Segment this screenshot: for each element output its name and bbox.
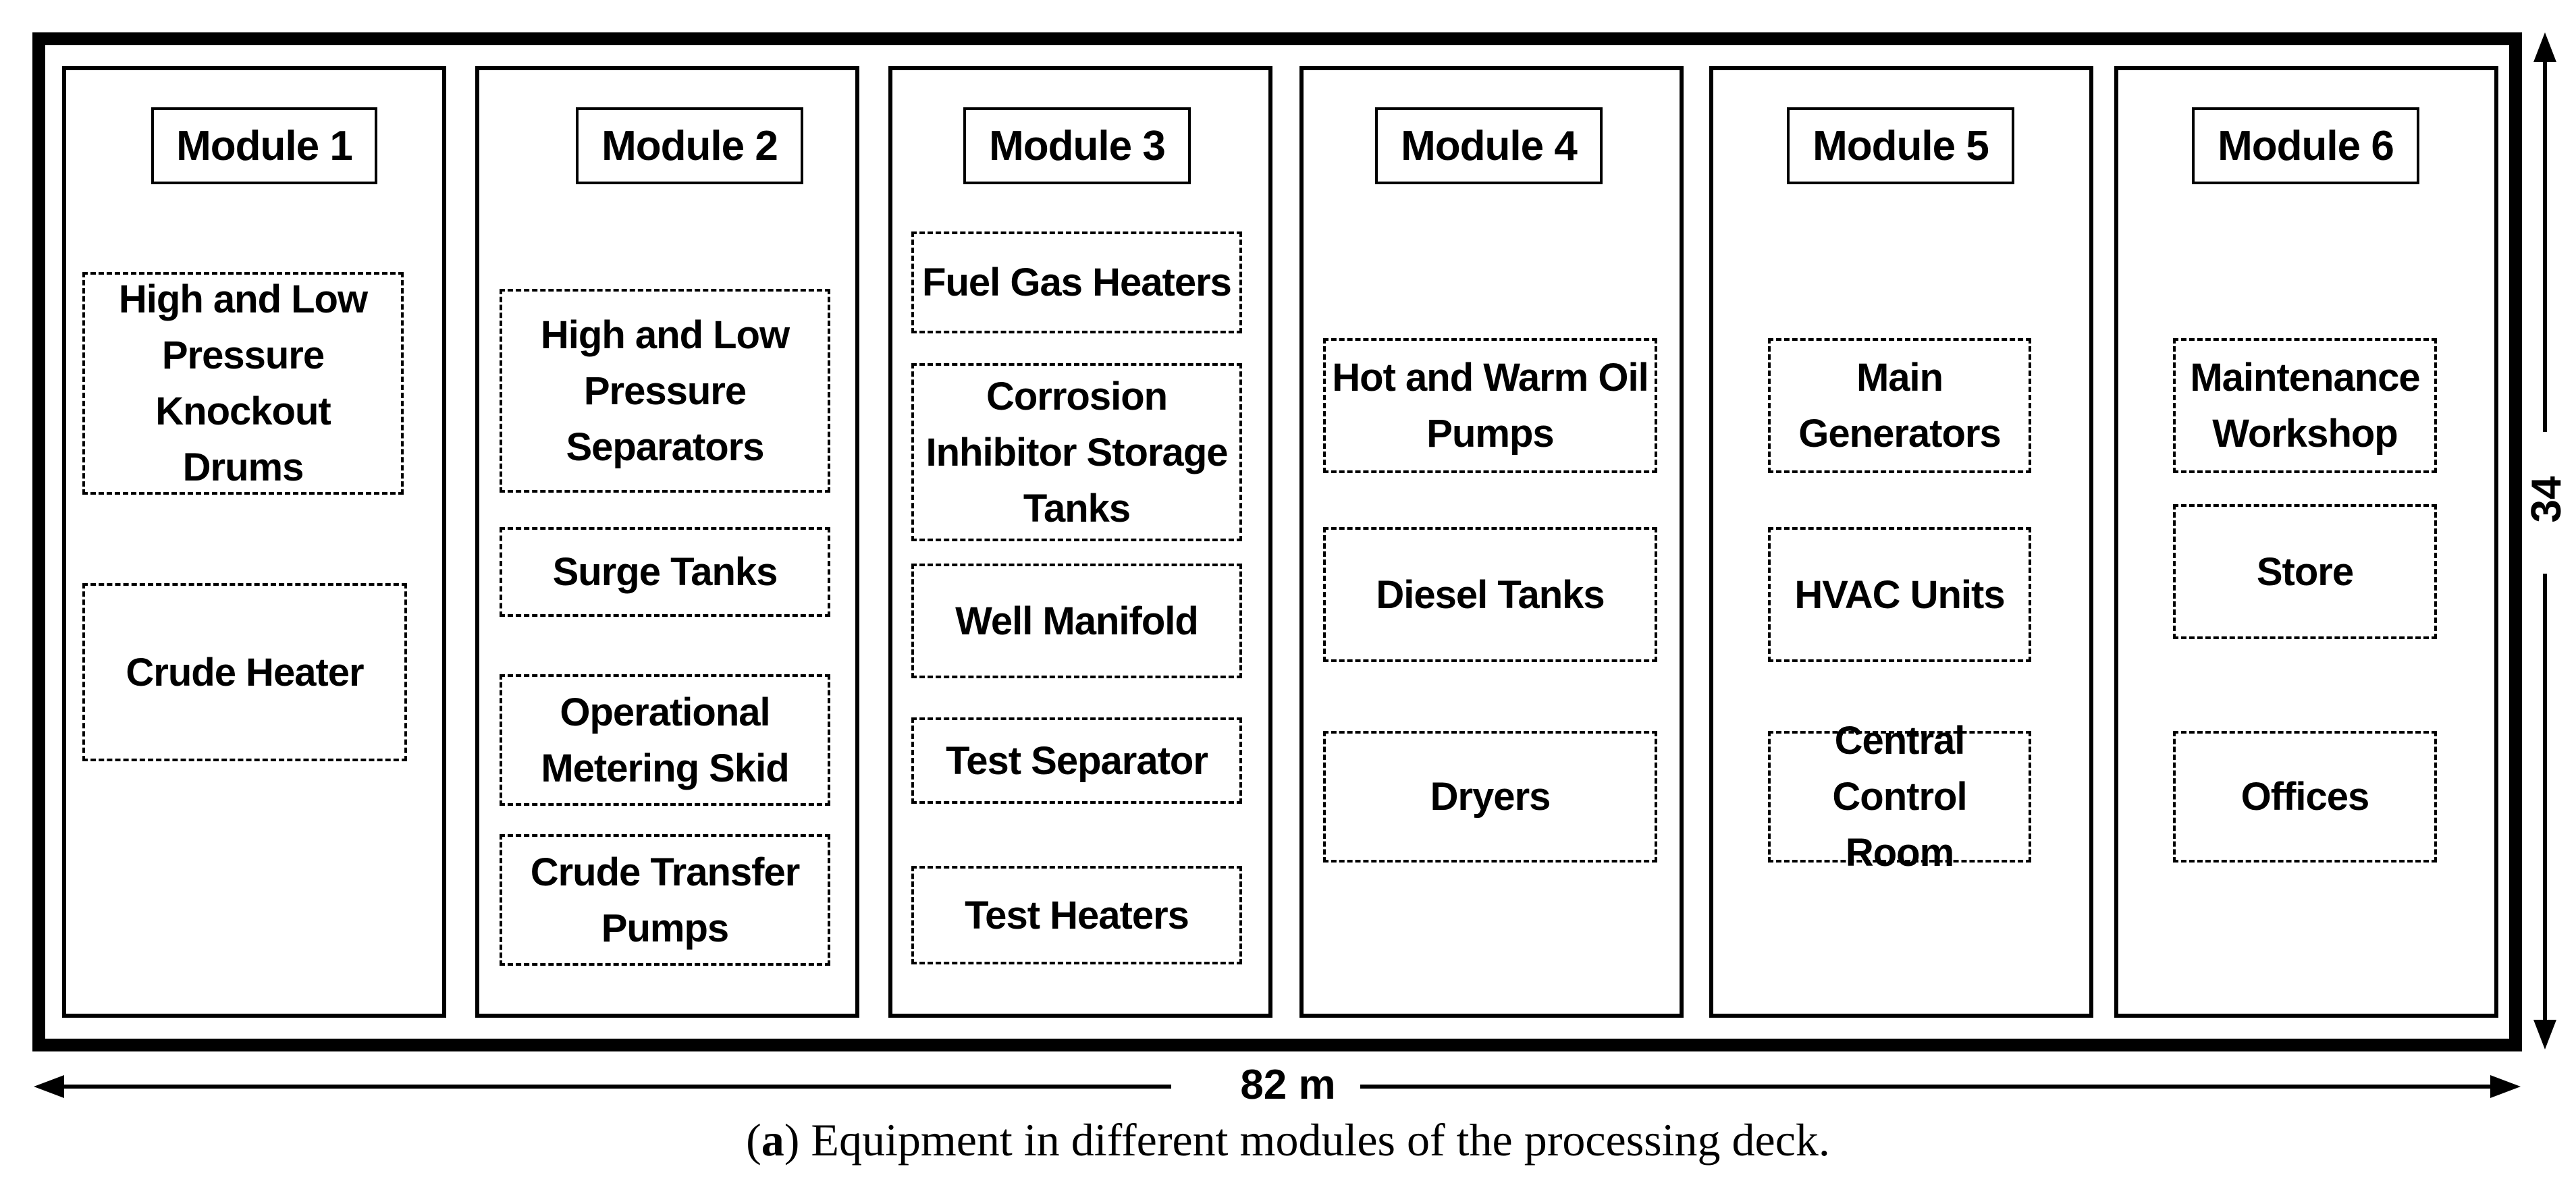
equipment-maintenance-workshop: Maintenance Workshop [2173,338,2437,473]
height-arrow-bottom-head [2533,1020,2556,1049]
module-4-label: Module 4 [1375,107,1603,184]
module-4-area [1299,66,1684,1018]
equipment-separators: High and Low Pressure Separators [500,289,830,493]
equipment-offices: Offices [2173,731,2437,863]
module-3-label: Module 3 [963,107,1191,184]
equipment-fuel-gas-heaters: Fuel Gas Heaters [911,231,1242,333]
equipment-metering-skid: Operational Metering Skid [500,674,830,806]
equipment-crude-heater: Crude Heater [82,583,407,761]
equipment-store: Store [2173,504,2437,639]
equipment-test-separator: Test Separator [911,717,1242,804]
equipment-well-manifold: Well Manifold [911,564,1242,678]
width-arrow-left-head [34,1075,64,1098]
module-2-area [475,66,859,1018]
module-5-area [1709,66,2093,1018]
equipment-main-generators: Main Generators [1768,338,2031,473]
module-3-area [888,66,1272,1018]
equipment-crude-transfer-pumps: Crude Transfer Pumps [500,834,830,966]
module-1-label: Module 1 [151,107,377,184]
processing-deck-boundary [32,32,2522,1051]
module-1-area [62,66,446,1018]
equipment-dryers: Dryers [1323,731,1657,863]
module-6-label: Module 6 [2192,107,2419,184]
equipment-hvac-units: HVAC Units [1768,527,2031,662]
module-2-label: Module 2 [576,107,803,184]
equipment-corrosion-inhibitor-tanks: Corrosion Inhibitor Storage Tanks [911,363,1242,541]
equipment-diesel-tanks: Diesel Tanks [1323,527,1657,662]
equipment-oil-pumps: Hot and Warm Oil Pumps [1323,338,1657,473]
height-arrow-top-head [2533,32,2556,62]
figure-caption: (a) Equipment in different modules of th… [746,1114,1830,1166]
module-5-label: Module 5 [1787,107,2014,184]
equipment-knockout-drums: High and Low Pressure Knockout Drums [82,272,404,495]
equipment-central-control-room: Central Control Room [1768,719,2031,875]
height-dimension-label: 34 [2523,476,2570,523]
module-6-area [2114,66,2498,1018]
width-arrow-right-head [2490,1075,2521,1098]
width-dimension-label: 82 m [1240,1062,1336,1108]
equipment-test-heaters: Test Heaters [911,866,1242,964]
caption-text: Equipment in different modules of the pr… [799,1114,1830,1166]
equipment-surge-tanks: Surge Tanks [500,527,830,617]
caption-letter: a [761,1114,784,1166]
